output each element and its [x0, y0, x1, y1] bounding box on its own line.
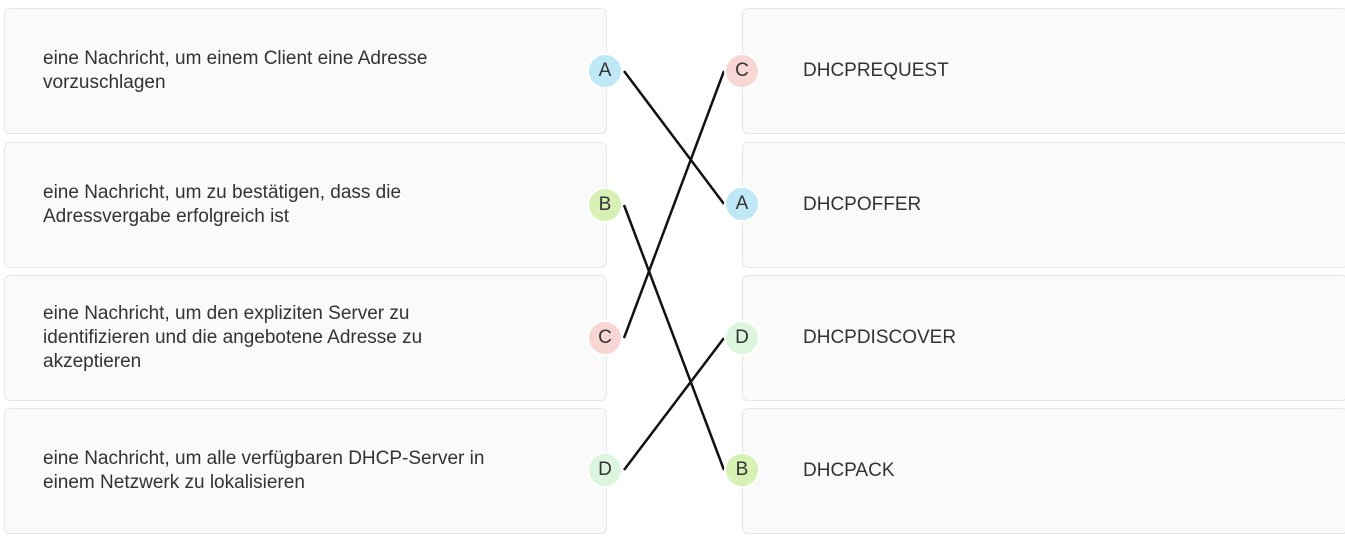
connector-b: [622, 204, 726, 471]
left-badge-c[interactable]: C: [587, 320, 623, 356]
connector-d: [623, 337, 725, 471]
left-item-text: eine Nachricht, um den expliziten Server…: [43, 303, 423, 372]
connector-c: [622, 70, 726, 339]
right-item-dhcprequest: DHCPREQUEST: [742, 8, 1345, 134]
right-item-text: DHCPDISCOVER: [803, 327, 957, 348]
right-item-dhcpdiscover: DHCPDISCOVER: [742, 275, 1345, 401]
connector-a: [623, 70, 725, 205]
badge-letter: B: [598, 194, 612, 215]
badge-letter: A: [598, 60, 612, 81]
right-item-dhcpack: DHCPACK: [742, 408, 1345, 534]
left-badge-b[interactable]: B: [587, 187, 623, 223]
badge-letter: C: [735, 60, 749, 81]
right-badge-c[interactable]: C: [724, 53, 760, 89]
left-item-c: eine Nachricht, um den expliziten Server…: [4, 275, 607, 401]
right-item-dhcpoffer: DHCPOFFER: [742, 142, 1345, 268]
right-item-text: DHCPREQUEST: [803, 60, 949, 81]
badge-letter: D: [598, 459, 612, 480]
badge-letter: B: [735, 459, 749, 480]
left-item-text: eine Nachricht, um einem Client eine Adr…: [43, 48, 428, 93]
right-badge-b[interactable]: B: [724, 452, 760, 488]
right-item-text: DHCPOFFER: [803, 194, 922, 215]
right-badge-d[interactable]: D: [724, 320, 760, 356]
right-item-text: DHCPACK: [803, 460, 895, 481]
left-item-a: eine Nachricht, um einem Client eine Adr…: [4, 8, 607, 134]
left-badge-a[interactable]: A: [587, 53, 623, 89]
left-item-d: eine Nachricht, um alle verfügbaren DHCP…: [4, 408, 607, 534]
left-item-text: eine Nachricht, um alle verfügbaren DHCP…: [43, 448, 485, 493]
right-badge-a[interactable]: A: [724, 186, 760, 222]
badge-letter: C: [598, 327, 612, 348]
left-item-b: eine Nachricht, um zu bestätigen, dass d…: [4, 142, 607, 268]
badge-letter: D: [735, 327, 749, 348]
left-item-text: eine Nachricht, um zu bestätigen, dass d…: [43, 182, 402, 227]
badge-letter: A: [735, 193, 749, 214]
left-badge-d[interactable]: D: [587, 452, 623, 488]
